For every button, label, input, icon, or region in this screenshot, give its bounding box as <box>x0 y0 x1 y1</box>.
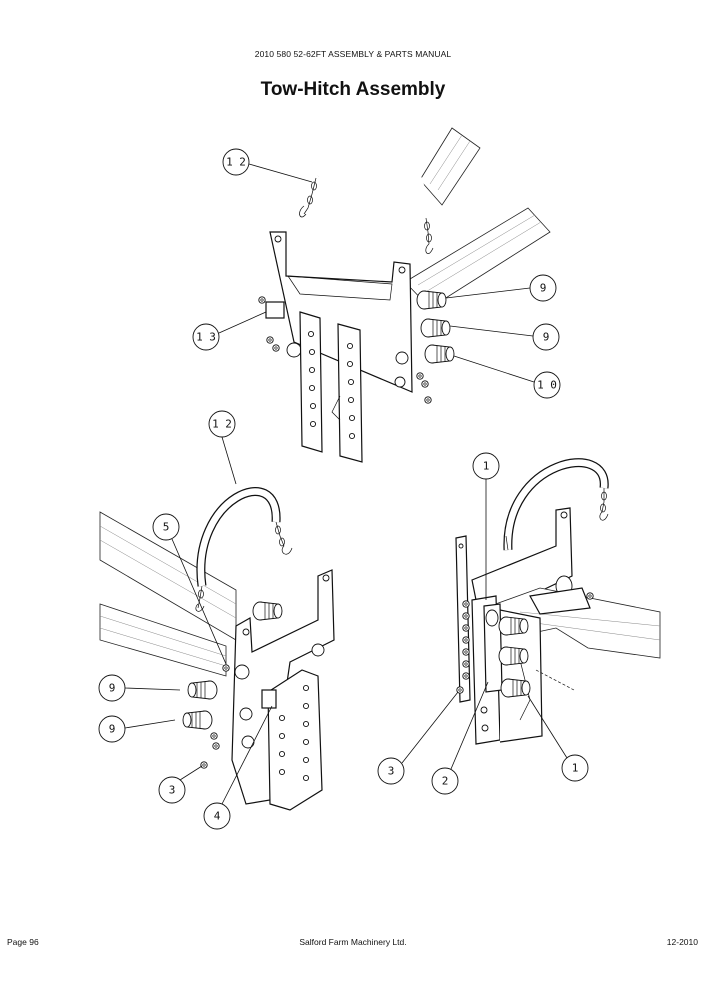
svg-text:4: 4 <box>214 810 221 823</box>
svg-text:9: 9 <box>109 682 116 695</box>
page-number: Page 96 <box>7 937 39 947</box>
left-assembly-view <box>99 487 335 811</box>
right-coupler-2 <box>498 646 529 666</box>
callout-left-9a: 9 <box>98 674 126 702</box>
callout-top-10: 1 0 <box>533 371 561 399</box>
manual-header: 2010 580 52-62FT ASSEMBLY & PARTS MANUAL <box>254 49 452 59</box>
right-coupler-1 <box>498 616 529 636</box>
top-coupler-2 <box>420 318 451 338</box>
svg-text:1 2: 1 2 <box>226 156 246 169</box>
callout-right-1a: 1 <box>472 452 500 480</box>
callout-left-3: 3 <box>158 776 186 804</box>
left-safety-hose <box>196 487 281 587</box>
callout-top-9a: 9 <box>529 274 557 302</box>
top-clevis-bar-right <box>337 323 363 463</box>
svg-text:1 3: 1 3 <box>196 331 216 344</box>
svg-text:3: 3 <box>169 784 176 797</box>
top-hitch-plate <box>269 231 413 393</box>
callout-right-3: 3 <box>377 757 405 785</box>
svg-text:9: 9 <box>109 723 116 736</box>
callout-left-9b: 9 <box>98 715 126 743</box>
issue-date: 12-2010 <box>666 937 698 947</box>
svg-text:1 0: 1 0 <box>537 379 557 392</box>
svg-text:1: 1 <box>483 460 490 473</box>
callout-right-1b: 1 <box>561 754 589 782</box>
top-bracket <box>265 301 285 319</box>
left-coupler-1 <box>187 680 218 700</box>
callout-left-5: 5 <box>152 513 180 541</box>
callout-left-4: 4 <box>203 802 231 830</box>
left-coupler-upper <box>252 601 283 621</box>
svg-text:2: 2 <box>442 775 449 788</box>
left-coupler-2 <box>182 710 213 730</box>
top-chain-left <box>303 177 317 215</box>
callout-left-12: 1 2 <box>208 410 236 438</box>
top-coupler-3 <box>424 344 455 364</box>
svg-text:9: 9 <box>540 282 547 295</box>
callout-top-9b: 9 <box>532 323 560 351</box>
svg-text:3: 3 <box>388 765 395 778</box>
top-assembly-view <box>258 127 551 463</box>
callout-top-12: 1 2 <box>222 148 250 176</box>
top-drawbar-beam-upper <box>419 127 481 206</box>
svg-text:5: 5 <box>163 521 170 534</box>
svg-text:1: 1 <box>572 762 579 775</box>
company-name: Salford Farm Machinery Ltd. <box>299 937 407 947</box>
top-coupler-1 <box>416 290 447 310</box>
svg-text:9: 9 <box>543 331 550 344</box>
page-title: Tow-Hitch Assembly <box>260 79 446 100</box>
callout-right-2: 2 <box>431 767 459 795</box>
callout-top-13: 1 3 <box>192 323 220 351</box>
top-clevis-bar-left <box>299 311 323 453</box>
top-chain-right <box>425 217 430 245</box>
svg-text:1 2: 1 2 <box>212 418 232 431</box>
left-bracket <box>261 689 277 709</box>
right-coupler-3 <box>500 678 531 698</box>
right-assembly-view <box>455 458 661 745</box>
